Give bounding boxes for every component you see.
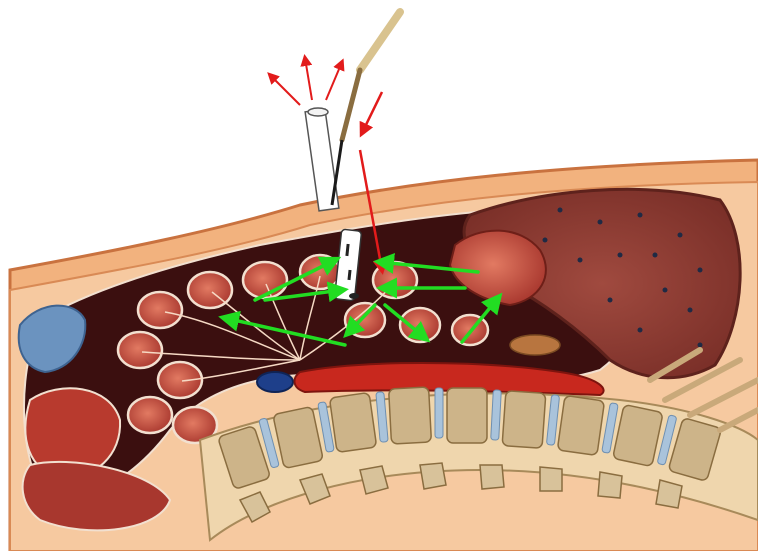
pancreas: [510, 335, 560, 355]
inferior-vena-cava: [257, 372, 293, 392]
